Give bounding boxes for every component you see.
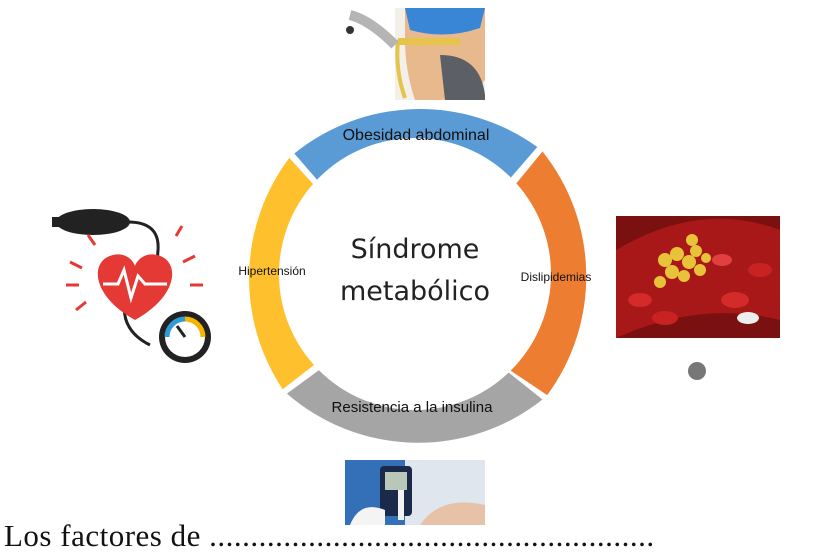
glucose-meter-photo xyxy=(345,460,485,525)
segment-label-obesidad: Obesidad abdominal xyxy=(343,127,490,144)
segment-label-resistencia: Resistencia a la insulina xyxy=(332,399,494,416)
blood-pressure-heart-icon xyxy=(52,209,211,363)
blood-vessel-cholesterol-photo xyxy=(616,216,780,380)
segment-label-hipertension: Hipertensión xyxy=(238,264,305,278)
footer-caption-text: Los factores de ........................… xyxy=(4,518,655,553)
center-title-line1: Síndrome xyxy=(351,234,480,265)
segment-label-dislipidemias: Dislipidemias xyxy=(521,270,592,284)
ring-center xyxy=(279,138,551,410)
center-title-line2: metabólico xyxy=(340,276,490,307)
waist-measurement-photo xyxy=(345,8,485,100)
